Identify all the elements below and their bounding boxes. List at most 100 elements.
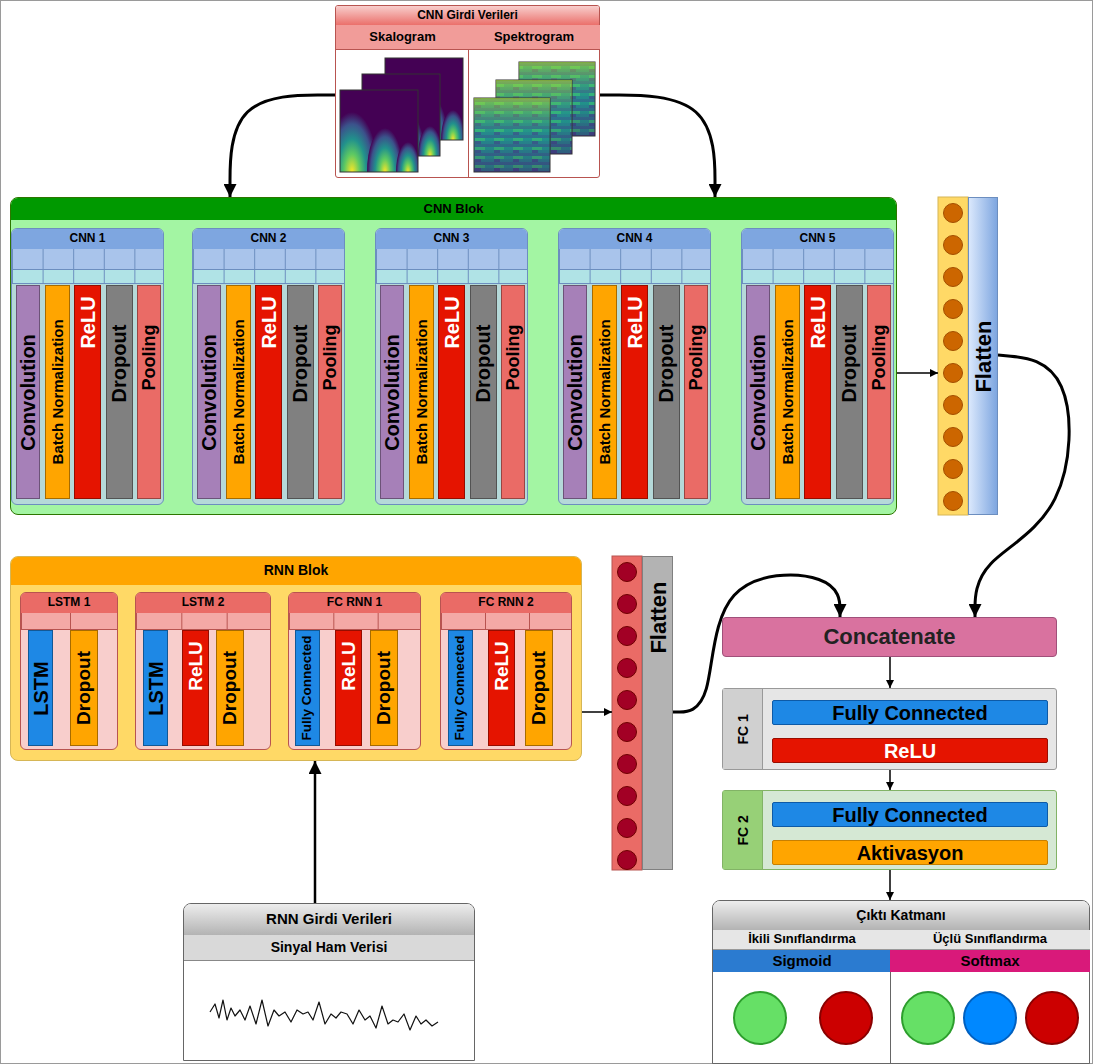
stage-title: CNN 5 xyxy=(742,229,893,249)
dense-layer-bar: Fully Connected xyxy=(772,802,1048,827)
feature-vector-dots xyxy=(944,204,963,511)
ternary-output-column: Üçlü SınıflandırmaSoftmax xyxy=(890,930,1090,1064)
label-holder: Flatten xyxy=(968,197,998,515)
input-panel: RNN Girdi VerileriSinyal Ham Verisi xyxy=(183,903,475,1061)
label-holder: Convolution xyxy=(17,286,39,498)
flow-arrow xyxy=(894,372,938,374)
layer-label: ReLU xyxy=(338,641,358,691)
label-holder: LSTM xyxy=(144,631,167,745)
layer-label: ReLU xyxy=(258,296,279,348)
panel-subtitle: Sinyal Ham Verisi xyxy=(184,935,474,961)
flatten-layer: Flatten xyxy=(938,197,998,515)
layer-label: LSTM xyxy=(30,661,51,715)
feature-vector-column xyxy=(612,556,642,870)
layer-label: Pooling xyxy=(321,324,340,390)
conv-layer-bar: Convolution xyxy=(563,285,587,499)
cnn-stage-box: CNN 4ConvolutionBatch NormalizationReLUD… xyxy=(558,228,711,505)
feature-dot xyxy=(944,268,963,287)
feature-dot xyxy=(944,396,963,415)
layer-label: ReLU xyxy=(807,296,828,348)
input-panel: CNN Girdi VerileriSkalogramSpektrogram xyxy=(335,5,600,178)
scalogram-arch xyxy=(396,142,418,172)
pooling-layer-bar: Pooling xyxy=(867,285,891,499)
feature-dot xyxy=(944,300,963,319)
label-holder: Batch Normalization xyxy=(593,286,616,498)
flow-arrow xyxy=(889,870,891,900)
label-holder: Dropout xyxy=(371,631,397,745)
feature-dot xyxy=(944,204,963,223)
layer-label: ReLU xyxy=(773,739,1047,762)
relu-layer-bar: ReLU xyxy=(438,285,465,499)
spectrogram-image xyxy=(474,98,550,172)
conv-layer-bar: Convolution xyxy=(197,285,221,499)
layer-label: Convolution xyxy=(564,334,585,451)
layer-label: ReLU xyxy=(77,296,98,348)
feature-dot xyxy=(618,563,637,582)
stage-title: FC RNN 2 xyxy=(441,593,571,613)
layer-label: Aktivasyon xyxy=(773,841,1047,864)
label-holder: ReLU xyxy=(256,286,281,498)
relu-layer-bar: ReLU xyxy=(772,738,1048,763)
feature-dot xyxy=(618,723,637,742)
panel-title: RNN Girdi Verileri xyxy=(184,904,474,936)
feature-dot xyxy=(618,595,637,614)
spectrogram-shade xyxy=(474,98,550,172)
batchnorm-layer-bar: Batch Normalization xyxy=(775,285,800,499)
cnn-stage-box: CNN 2ConvolutionBatch NormalizationReLUD… xyxy=(192,228,345,505)
rnn-block-panel: RNN BlokLSTM 1LSTMDropoutLSTM 2LSTMReLUD… xyxy=(10,556,582,761)
pooling-layer-bar: Pooling xyxy=(318,285,342,499)
output-panel: Çıktı Katmanıİkili SınıflandırmaSigmoidÜ… xyxy=(712,900,1090,1064)
feature-dot xyxy=(944,428,963,447)
stage-title: FC RNN 1 xyxy=(289,593,420,613)
label-holder: ReLU xyxy=(622,286,647,498)
process-label: Concatenate xyxy=(723,618,1056,656)
dropout-layer-bar: Dropout xyxy=(70,630,98,746)
dropout-layer-bar: Dropout xyxy=(470,285,497,499)
activation-layer-bar: Aktivasyon xyxy=(772,840,1048,865)
raw-signal-waveform xyxy=(210,1000,438,1030)
activation-name: Sigmoid xyxy=(713,950,891,972)
dropout-layer-bar: Dropout xyxy=(653,285,680,499)
label-holder: ReLU xyxy=(336,631,361,745)
flatten-label: Flatten xyxy=(646,581,669,653)
layer-label: Dropout xyxy=(374,651,394,725)
flow-arrow xyxy=(230,95,335,197)
label-holder: ReLU xyxy=(439,286,464,498)
column-title: Üçlü Sınıflandırma xyxy=(890,930,1090,950)
output-class-circle xyxy=(1026,992,1078,1044)
scalogram-arch xyxy=(418,126,440,156)
cnn-stage-box: CNN 3ConvolutionBatch NormalizationReLUD… xyxy=(375,228,528,505)
dense-layer-bar: Fully Connected xyxy=(772,700,1048,725)
flow-arrow xyxy=(600,95,715,197)
layer-label: Dropout xyxy=(74,651,94,725)
label-holder: Batch Normalization xyxy=(410,286,433,498)
lstm-layer-bar: LSTM xyxy=(143,630,168,746)
label-holder: Pooling xyxy=(138,286,160,498)
label-holder: Dropout xyxy=(288,286,313,498)
cnn-block-panel: CNN BlokCNN 1ConvolutionBatch Normalizat… xyxy=(10,197,897,515)
feature-vector-dots xyxy=(618,563,637,870)
label-holder: Convolution xyxy=(747,286,769,498)
dropout-layer-bar: Dropout xyxy=(525,630,553,746)
dropout-layer-bar: Dropout xyxy=(106,285,133,499)
block-title: FC 2 xyxy=(735,815,750,845)
batchnorm-layer-bar: Batch Normalization xyxy=(45,285,70,499)
label-holder: Batch Normalization xyxy=(46,286,69,498)
label-holder: Pooling xyxy=(868,286,890,498)
layer-label: Fully Connected xyxy=(300,636,314,741)
relu-layer-bar: ReLU xyxy=(182,630,209,746)
feature-dot xyxy=(618,627,637,646)
dropout-layer-bar: Dropout xyxy=(287,285,314,499)
feature-vector-column xyxy=(938,197,968,515)
layer-label: Convolution xyxy=(381,334,402,451)
batchnorm-layer-bar: Batch Normalization xyxy=(592,285,617,499)
dropout-layer-bar: Dropout xyxy=(836,285,863,499)
label-holder: LSTM xyxy=(29,631,52,745)
relu-layer-bar: ReLU xyxy=(804,285,831,499)
label-holder: Dropout xyxy=(471,286,496,498)
scalogram-column: Skalogram xyxy=(336,25,469,178)
scalogram-frame xyxy=(340,90,418,172)
concatenate-box: Concatenate xyxy=(722,617,1057,657)
layer-label: Pooling xyxy=(140,324,159,390)
label-holder: Convolution xyxy=(381,286,403,498)
